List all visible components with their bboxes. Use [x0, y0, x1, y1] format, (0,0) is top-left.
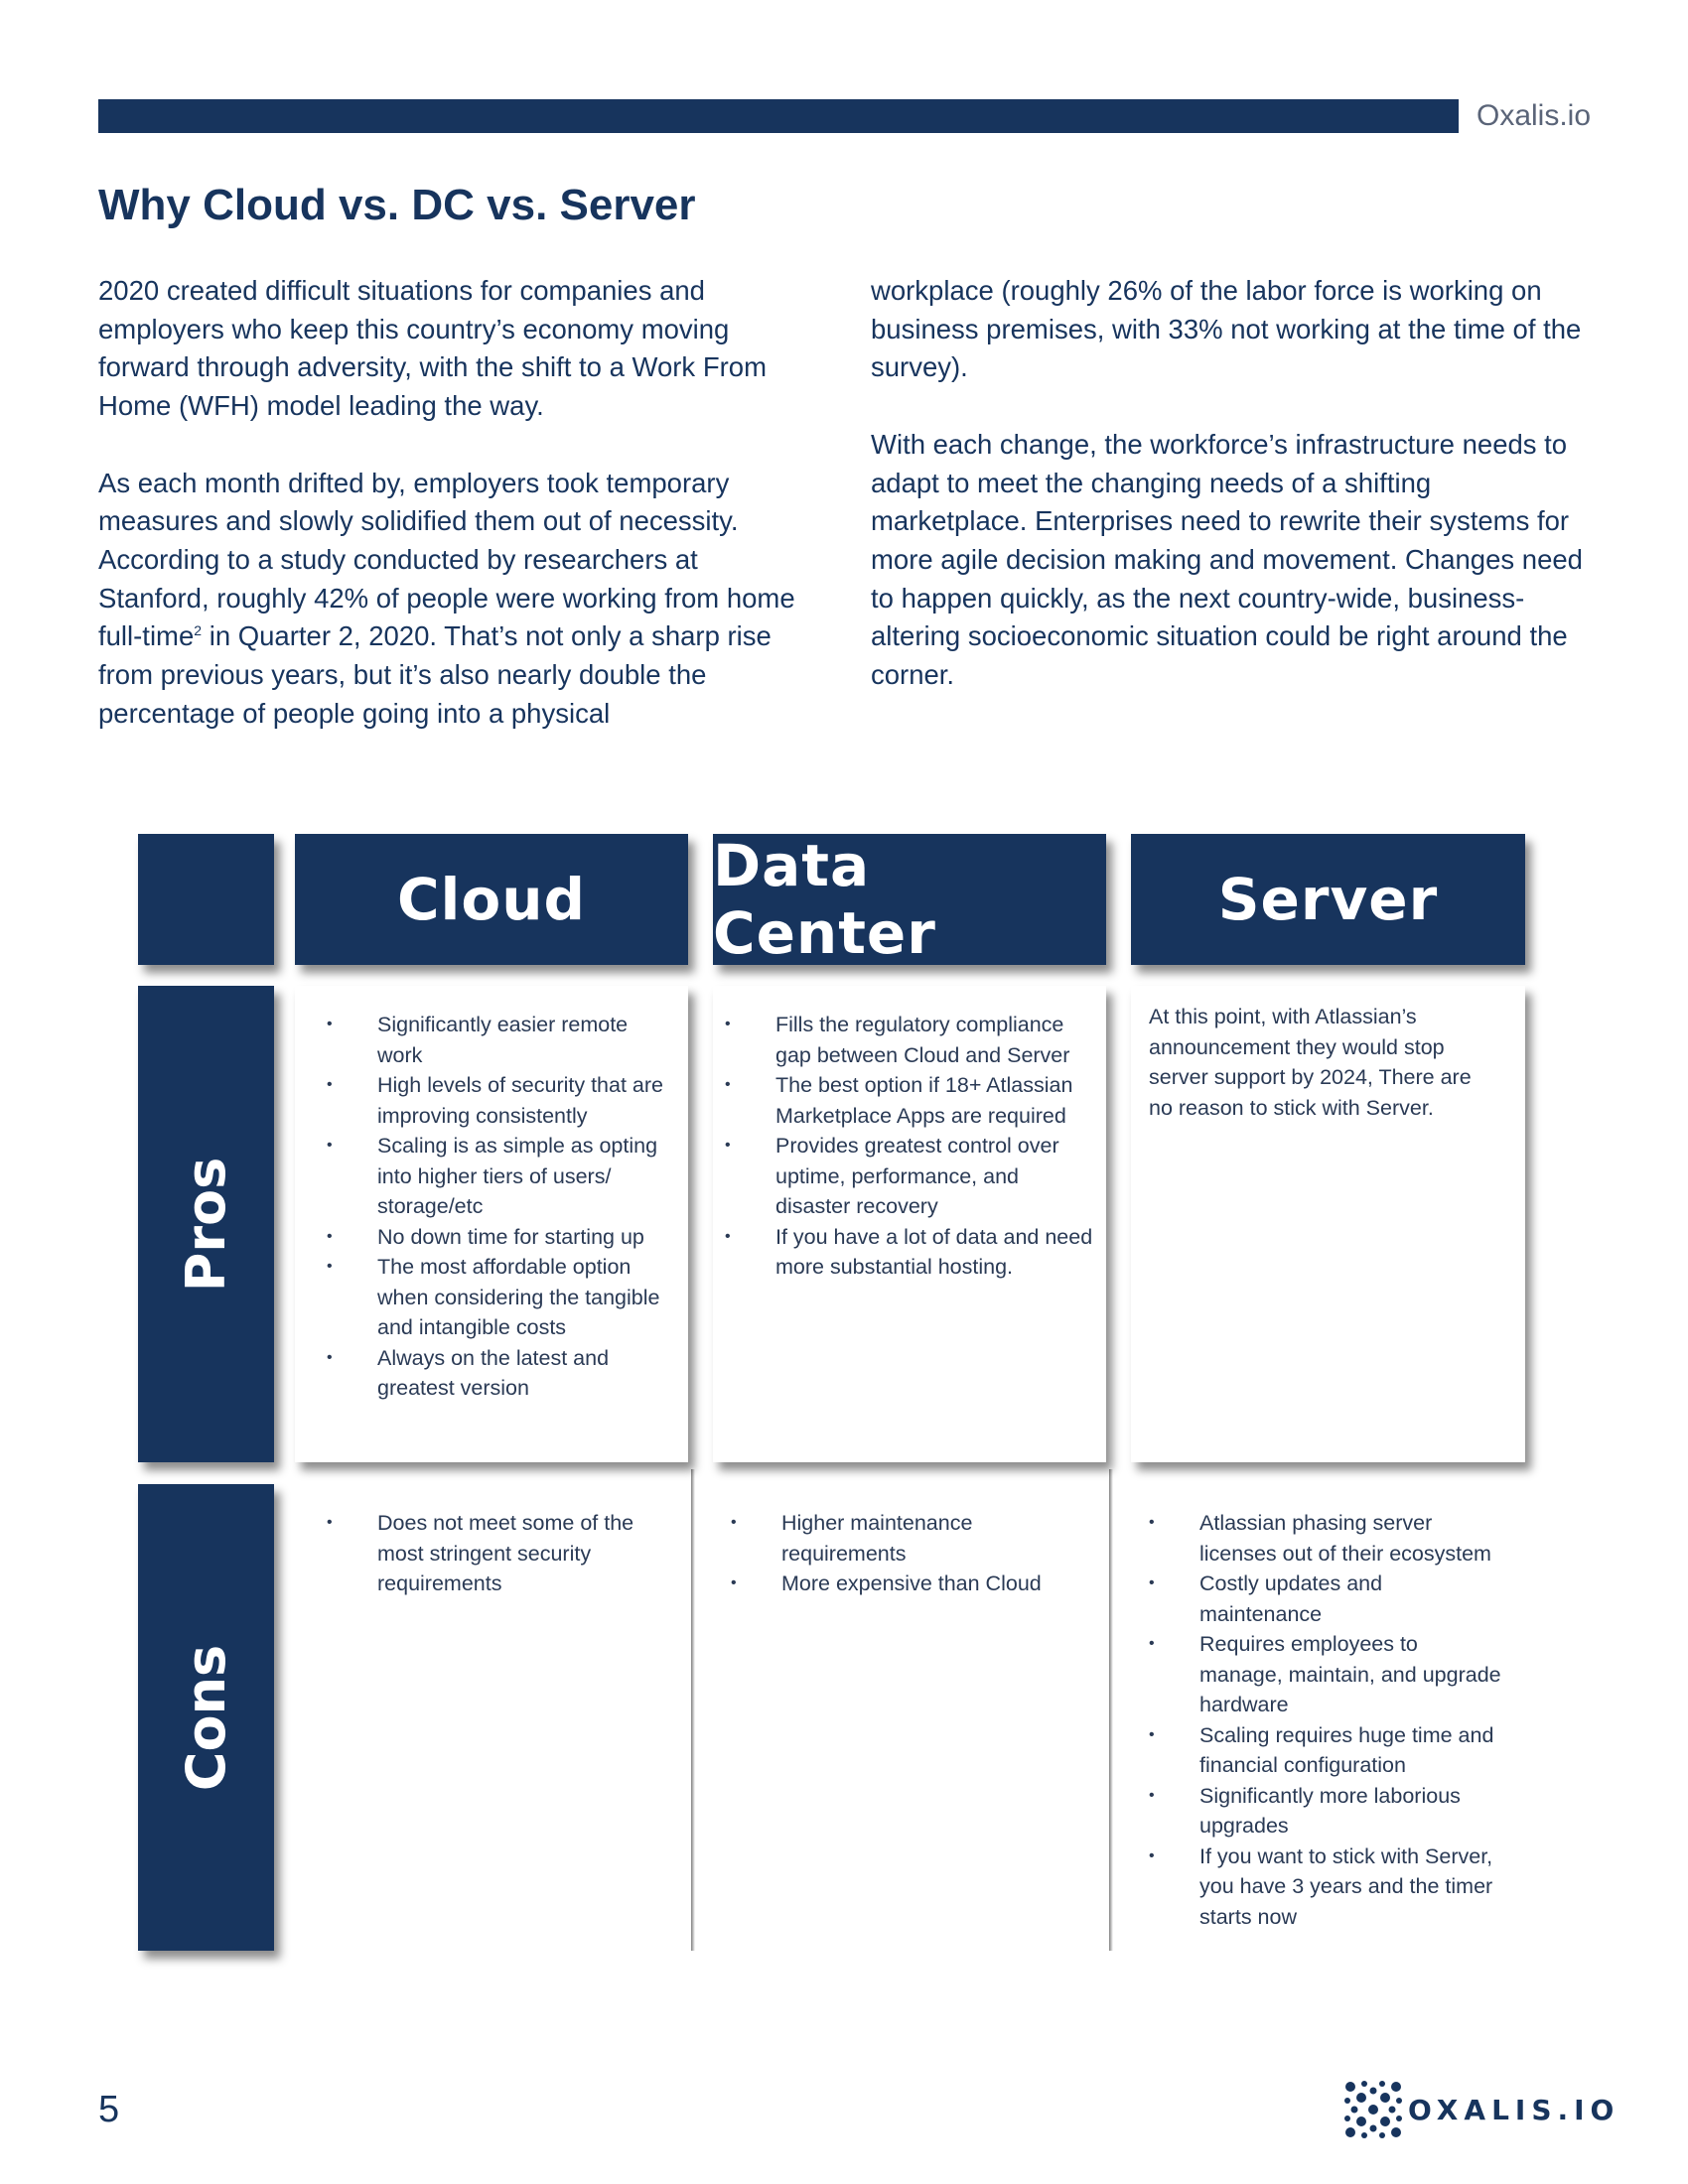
- list-item: No down time for starting up: [327, 1222, 664, 1253]
- intro-left-column: 2020 created difficult situations for co…: [98, 272, 805, 771]
- intro-right-column: workplace (roughly 26% of the labor forc…: [871, 272, 1586, 733]
- list-item: Scaling is as simple as opting into high…: [327, 1131, 664, 1222]
- cons-data-center-cell: Higher maintenance requirements More exp…: [713, 1484, 1106, 1951]
- header-brand: Oxalis.io: [1477, 99, 1592, 132]
- list-item: Significantly easier remote work: [327, 1010, 664, 1070]
- table-corner-cell: [138, 834, 274, 965]
- pros-data-center-cell: Fills the regulatory compliance gap betw…: [713, 986, 1106, 1462]
- list-item: Costly updates and maintenance: [1149, 1569, 1501, 1629]
- footnote-marker: 2: [194, 622, 203, 639]
- list-item: Fills the regulatory compliance gap betw…: [725, 1010, 1097, 1070]
- list-item: Requires employees to manage, maintain, …: [1149, 1629, 1501, 1720]
- cons-server-list: Atlassian phasing server licenses out of…: [1149, 1508, 1501, 1932]
- pros-cloud-list: Significantly easier remote work High le…: [327, 1010, 664, 1404]
- list-item: The most affordable option when consider…: [327, 1252, 664, 1343]
- list-item: Significantly more laborious upgrades: [1149, 1781, 1501, 1842]
- list-item: Scaling requires huge time and financial…: [1149, 1720, 1501, 1781]
- logo-wordmark: OXALIS.IO: [1408, 2093, 1620, 2126]
- intro-paragraph: 2020 created difficult situations for co…: [98, 275, 767, 422]
- footer-logo: OXALIS.IO: [1342, 2079, 1619, 2140]
- list-item: Always on the latest and greatest versio…: [327, 1343, 664, 1404]
- column-header-server: Server: [1131, 834, 1525, 965]
- list-item: If you have a lot of data and need more …: [725, 1222, 1097, 1283]
- pros-data-center-list: Fills the regulatory compliance gap betw…: [725, 1010, 1097, 1283]
- pros-cloud-cell: Significantly easier remote work High le…: [295, 986, 688, 1462]
- column-header-data-center: Data Center: [713, 832, 1106, 967]
- list-item: Higher maintenance requirements: [731, 1508, 1068, 1569]
- list-item: If you want to stick with Server, you ha…: [1149, 1842, 1501, 1933]
- oxalis-logo-icon: [1344, 2081, 1402, 2138]
- intro-paragraph: workplace (roughly 26% of the labor forc…: [871, 275, 1582, 383]
- page-heading: Why Cloud vs. DC vs. Server: [98, 181, 696, 229]
- list-item: Atlassian phasing server licenses out of…: [1149, 1508, 1501, 1569]
- list-item: Provides greatest control over uptime, p…: [725, 1131, 1097, 1222]
- table-divider: [691, 1469, 695, 1951]
- cons-data-center-list: Higher maintenance requirements More exp…: [731, 1508, 1068, 1599]
- intro-paragraph: With each change, the workforce’s infras…: [871, 428, 1583, 691]
- header-bar: [98, 99, 1459, 133]
- cons-server-cell: Atlassian phasing server licenses out of…: [1131, 1484, 1525, 1951]
- list-item: Does not meet some of the most stringent…: [327, 1508, 664, 1599]
- row-header-cons: Cons: [138, 1484, 274, 1951]
- column-header-cloud: Cloud: [295, 834, 688, 965]
- list-item: High levels of security that are improvi…: [327, 1070, 664, 1131]
- row-header-pros: Pros: [138, 986, 274, 1462]
- cons-cloud-cell: Does not meet some of the most stringent…: [295, 1484, 688, 1951]
- table-divider: [1109, 1469, 1113, 1951]
- pros-server-text: At this point, with Atlassian’s announce…: [1149, 1005, 1472, 1120]
- cons-cloud-list: Does not meet some of the most stringent…: [327, 1508, 664, 1599]
- intro-paragraph: As each month drifted by, employers took…: [98, 467, 795, 729]
- pros-server-cell: At this point, with Atlassian’s announce…: [1131, 986, 1525, 1462]
- page-number: 5: [98, 2089, 120, 2130]
- list-item: The best option if 18+ Atlassian Marketp…: [725, 1070, 1097, 1131]
- list-item: More expensive than Cloud: [731, 1569, 1068, 1599]
